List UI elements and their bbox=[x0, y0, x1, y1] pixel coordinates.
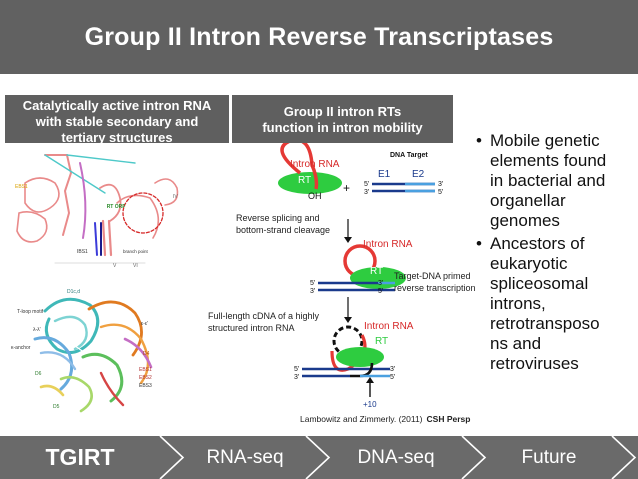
chevron-right-icon bbox=[305, 436, 331, 479]
left-header-line-2: with stable secondary and bbox=[35, 114, 199, 129]
secondary-structure bbox=[16, 154, 179, 264]
intron-rna-label-1: Intron RNA bbox=[290, 159, 340, 170]
domain-v-label: V bbox=[113, 263, 117, 269]
rt-label-1: RT bbox=[298, 175, 311, 186]
intron-rna-label-3: Intron RNA bbox=[364, 321, 414, 332]
plus10-label: +10 bbox=[363, 400, 377, 409]
bullet-list: • Mobile genetic elements found in bacte… bbox=[476, 131, 636, 377]
bullet-item: • Mobile genetic elements found in bacte… bbox=[476, 131, 636, 231]
chevron-right-icon bbox=[611, 436, 637, 479]
mid-header-line-1: Group II intron RTs bbox=[283, 104, 402, 119]
step2-line-1: Target-DNA primed bbox=[394, 271, 471, 281]
five-prime-3: 5' bbox=[294, 366, 299, 373]
bullet-2-line-3: spliceosomal bbox=[490, 274, 589, 293]
d4-label: D4 bbox=[143, 351, 150, 357]
step3-line-1: Full-length cDNA of a highly bbox=[208, 311, 320, 321]
three-prime-2r: 3' bbox=[378, 280, 383, 287]
bullet-1-line-3: in bacterial and bbox=[490, 171, 606, 190]
intron-structure-figure: RT ORF EBS1 IBS1 branch point IV V VI T-… bbox=[11, 154, 179, 413]
nav-tab-tgirt[interactable]: TGIRT bbox=[45, 444, 115, 470]
arrow-plus10-head bbox=[366, 377, 374, 383]
bullet-2-line-2: eukaryotic bbox=[490, 254, 568, 273]
arrow-2-head bbox=[344, 317, 352, 323]
slide-title: Group II Intron Reverse Transcriptases bbox=[84, 22, 554, 51]
bullet-2-line-7: retroviruses bbox=[490, 354, 579, 373]
ebs-label-left: EBS1 bbox=[15, 184, 28, 190]
nav-tab-rna-seq[interactable]: RNA-seq bbox=[206, 447, 284, 468]
mid-panel-header: Group II intron RTs function in intron m… bbox=[232, 95, 453, 143]
bullet-1-line-2: elements found bbox=[490, 151, 607, 170]
plus-sign: + bbox=[343, 181, 350, 195]
orf-label: RT ORF bbox=[107, 204, 126, 210]
left-header-line-1: Catalytically active intron RNA bbox=[22, 98, 212, 113]
mid-header-line-2: function in intron mobility bbox=[262, 120, 423, 135]
k-anchor-label: κ-anchor bbox=[11, 345, 31, 351]
bullet-marker: • bbox=[476, 234, 482, 253]
chevron-right-icon bbox=[159, 436, 185, 479]
cdna-dashed bbox=[332, 325, 364, 357]
left-header-line-3: tertiary structures bbox=[61, 130, 173, 143]
intron-rna-label-2: Intron RNA bbox=[363, 239, 413, 250]
five-prime-2r: 5' bbox=[378, 288, 383, 295]
arrow-1-head bbox=[344, 237, 352, 243]
bullet-item: • Ancestors of eukaryotic spliceosomal i… bbox=[476, 234, 636, 374]
three-prime-1: 3' bbox=[364, 189, 369, 196]
nav-tab-dna-seq[interactable]: DNA-seq bbox=[357, 447, 435, 468]
citation: Lambowitz and Zimmerly. (2011) CSH Persp bbox=[300, 414, 470, 424]
rt-protein-1 bbox=[278, 172, 342, 194]
ebs2-label: EBS2 bbox=[139, 375, 152, 381]
bullet-2-line-6: ns and bbox=[490, 334, 542, 353]
oh-label: OH bbox=[308, 191, 322, 201]
step2-line-2: reverse transcription bbox=[394, 283, 475, 293]
d6-label: D6 bbox=[35, 371, 42, 377]
bullet-1-line-5: genomes bbox=[490, 211, 560, 230]
five-prime-3r: 5' bbox=[390, 374, 395, 381]
five-prime-2: 5' bbox=[310, 280, 315, 287]
ebs1-label: EBS1 bbox=[139, 367, 152, 373]
d5-label: D5 bbox=[53, 404, 60, 410]
title-bar: Group II Intron Reverse Transcriptases bbox=[0, 0, 638, 74]
step3-line-2: structured intron RNA bbox=[208, 323, 295, 333]
citation-authors: Lambowitz and Zimmerly. (2011) bbox=[300, 414, 423, 424]
bullet-1-line-1: Mobile genetic bbox=[490, 131, 600, 150]
nav-chevrons bbox=[159, 436, 637, 479]
ibs-label: IBS1 bbox=[77, 249, 88, 255]
step1-line-2: bottom-strand cleavage bbox=[236, 225, 330, 235]
left-panel-header: Catalytically active intron RNA with sta… bbox=[5, 95, 229, 143]
nav-bar: TGIRT RNA-seq DNA-seq Future bbox=[0, 436, 638, 479]
bullet-1-line-4: organellar bbox=[490, 191, 566, 210]
rt-label-3: RT bbox=[375, 336, 388, 347]
three-prime-3: 3' bbox=[294, 374, 299, 381]
branch-label: branch point bbox=[123, 249, 149, 254]
dna-target-label: DNA Target bbox=[390, 152, 428, 159]
epsilon-label: ε-ε' bbox=[141, 321, 148, 327]
three-prime-3r: 3' bbox=[390, 366, 395, 373]
domain-vi-label: VI bbox=[133, 263, 138, 269]
e1-label: E1 bbox=[378, 169, 391, 180]
step1-line-1: Reverse splicing and bbox=[236, 213, 320, 223]
bullet-2-line-5: retrotransposo bbox=[490, 314, 600, 333]
bullet-marker: • bbox=[476, 131, 482, 150]
tertiary-structure bbox=[33, 297, 153, 413]
intron-rna-1 bbox=[280, 143, 319, 190]
nav-tab-future[interactable]: Future bbox=[521, 447, 577, 468]
t-loop-label: T-loop motif bbox=[17, 309, 44, 315]
five-prime-1r: 5' bbox=[438, 189, 443, 196]
chevron-right-icon bbox=[461, 436, 487, 479]
e2-label: E2 bbox=[412, 169, 425, 180]
domain-iv-label: IV bbox=[173, 194, 178, 200]
rt-protein-3 bbox=[336, 347, 384, 367]
rt-label-2: RT bbox=[370, 266, 383, 277]
ebs3-label: EBS3 bbox=[139, 383, 152, 389]
citation-journal: CSH Persp bbox=[427, 414, 471, 424]
lambda-label: λ-λ' bbox=[33, 327, 41, 333]
mobility-mechanism-figure: DNA Target Intron RNA RT OH + E1 E2 5' 3… bbox=[208, 143, 475, 424]
bullet-2-line-4: introns, bbox=[490, 294, 546, 313]
d1cd-label: D1c,d bbox=[67, 289, 80, 295]
three-prime-2: 3' bbox=[310, 288, 315, 295]
three-prime-1r: 3' bbox=[438, 181, 443, 188]
five-prime-1: 5' bbox=[364, 181, 369, 188]
bullet-2-line-1: Ancestors of bbox=[490, 234, 585, 253]
